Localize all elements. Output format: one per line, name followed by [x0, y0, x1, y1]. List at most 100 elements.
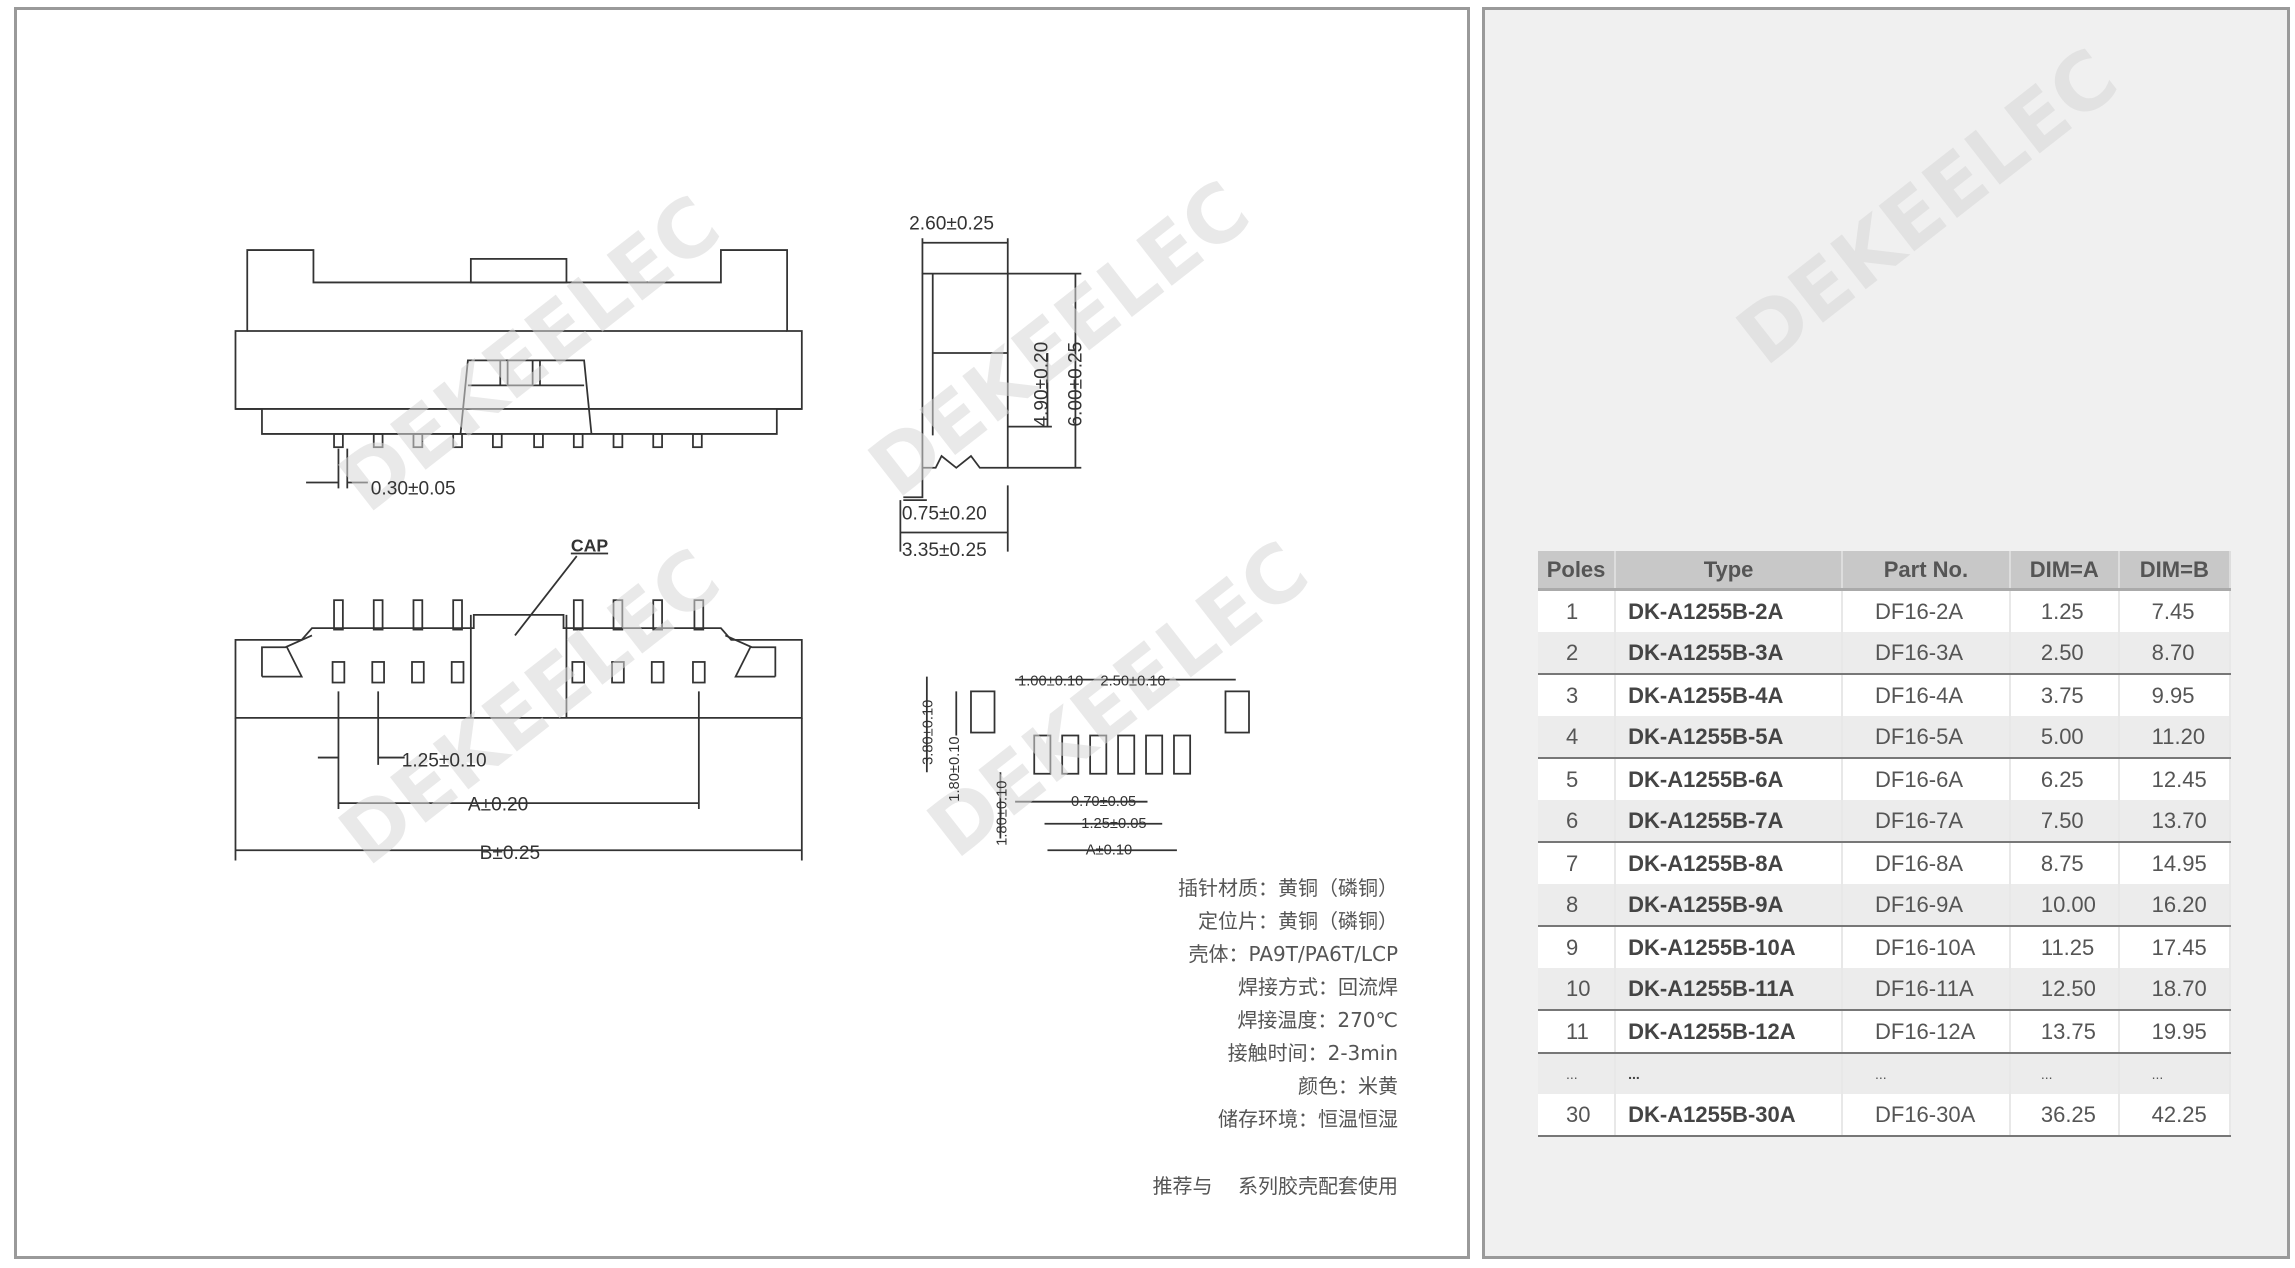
table-cell: 7.45 [2118, 589, 2232, 632]
pin-contact [450, 661, 465, 684]
pcb-pad [1061, 734, 1080, 775]
pin [372, 599, 384, 631]
pin-contact [331, 661, 346, 684]
table-cell: 5.00 [2009, 716, 2120, 759]
pin [333, 599, 344, 631]
table-cell: DK-A1255B-4A [1615, 674, 1843, 716]
spec-line: 焊接方式：回流焊 [1238, 975, 1398, 999]
pin-contact [571, 661, 585, 684]
top-view-slot [459, 359, 593, 435]
table-cell: DK-A1255B-12A [1615, 1010, 1843, 1054]
svg-text:DEKEELEC: DEKEELEC [322, 177, 737, 529]
pcb-pad [1117, 734, 1136, 775]
dim-pcb-pad-h: 1.80±0.10 [947, 736, 963, 801]
table-cell: 1 [1538, 589, 1617, 632]
spec-line: 插针材质：黄铜（磷铜） [1178, 876, 1398, 900]
table-cell: 12.45 [2118, 758, 2232, 800]
pin-contact [692, 661, 706, 684]
spec-line: 壳体：PA9T/PA6T/LCP [1188, 942, 1398, 966]
spec-line: 定位片：黄铜（磷铜） [1198, 909, 1398, 933]
svg-text:DEKEELEC: DEKEELEC [322, 530, 737, 882]
dim-pcb-h: 3.80±0.10 [921, 700, 937, 765]
pcb-pad [1173, 734, 1192, 775]
table-cell: DF16-7A [1842, 800, 2011, 843]
pin [452, 433, 463, 449]
pin [652, 599, 663, 631]
table-cell: 9 [1538, 926, 1617, 968]
pcb-pad [1145, 734, 1164, 775]
table-cell: 42.25 [2118, 1094, 2232, 1137]
table-cell: 18.70 [2118, 968, 2232, 1011]
spec-line: 储存环境：恒温恒湿 [1218, 1107, 1398, 1131]
pin [652, 433, 663, 449]
table-header: Poles Type Part No. DIM=A DIM=B [1538, 551, 2232, 591]
pin [572, 433, 584, 449]
table-cell: 4 [1538, 716, 1617, 759]
table-cell: 3 [1538, 674, 1617, 716]
table-cell: 1.25 [2009, 589, 2120, 632]
table-cell: DF16-3A [1842, 632, 2011, 675]
pin [412, 599, 424, 631]
dim-pitch: 1.25±0.10 [402, 750, 487, 771]
table-cell: DK-A1255B-5A [1615, 716, 1843, 759]
table-cell: 10.00 [2009, 884, 2120, 927]
table-cell: 7 [1538, 842, 1617, 884]
pin-contact [650, 661, 665, 684]
table-cell: DF16-4A [1842, 674, 2011, 716]
table-cell: DK-A1255B-30A [1615, 1094, 1843, 1137]
table-cell: 17.45 [2118, 926, 2232, 968]
table-cell: DK-A1255B-3A [1615, 632, 1843, 675]
pin [452, 599, 463, 631]
dim-side-h2: 6.00±0.25 [1065, 342, 1086, 427]
pin-contact [611, 661, 625, 684]
table-cell: 5 [1538, 758, 1617, 800]
table-cell: 10 [1538, 968, 1617, 1011]
table-cell: DF16-6A [1842, 758, 2011, 800]
dim-side-depth: 3.35±0.25 [902, 540, 987, 561]
pin [693, 599, 705, 631]
table-cell: 6 [1538, 800, 1617, 843]
table-cell: 9.95 [2118, 674, 2232, 716]
dim-pcb-pad-h2: 1.80±0.10 [994, 781, 1010, 846]
table-cell: ... [1615, 1053, 1843, 1094]
pin [372, 433, 384, 449]
table-cell: 2.50 [2009, 632, 2120, 675]
pin [612, 599, 624, 631]
table-cell: DF16-5A [1842, 716, 2011, 759]
pcb-pad [1033, 734, 1052, 775]
table-cell: DF16-2A [1842, 589, 2011, 632]
dim-pin-width: 0.30±0.05 [371, 478, 456, 499]
table-cell: DK-A1255B-11A [1615, 968, 1843, 1011]
table-cell: ... [1842, 1053, 2011, 1094]
spec-line: 焊接温度：270℃ [1237, 1008, 1398, 1032]
table-cell: DK-A1255B-2A [1615, 589, 1843, 632]
table-cell: 16.20 [2118, 884, 2232, 927]
header-dim-a: DIM=A [2009, 551, 2120, 591]
table-cell: 8.75 [2009, 842, 2120, 884]
pcb-pad [1224, 690, 1250, 734]
pcb-pad [970, 690, 996, 734]
table-cell: 7.50 [2009, 800, 2120, 843]
pin [692, 433, 703, 449]
table-cell: ... [1538, 1053, 1617, 1094]
pin [572, 599, 584, 631]
pin-contact [371, 661, 385, 684]
material-specs: 插针材质：黄铜（磷铜） 定位片：黄铜（磷铜） 壳体：PA9T/PA6T/LCP … [1153, 872, 1398, 1203]
top-view-bump [469, 258, 568, 284]
dim-pcb-offset: 2.50±0.10 [1100, 673, 1165, 689]
dim-pcb-pitch: 1.25±0.05 [1081, 816, 1146, 832]
table-cell: 36.25 [2009, 1094, 2120, 1137]
table-cell: DK-A1255B-10A [1615, 926, 1843, 968]
pin [492, 433, 503, 449]
table-cell: DF16-11A [1842, 968, 2011, 1011]
table-cell: DF16-30A [1842, 1094, 2011, 1137]
header-poles: Poles [1538, 551, 1617, 591]
